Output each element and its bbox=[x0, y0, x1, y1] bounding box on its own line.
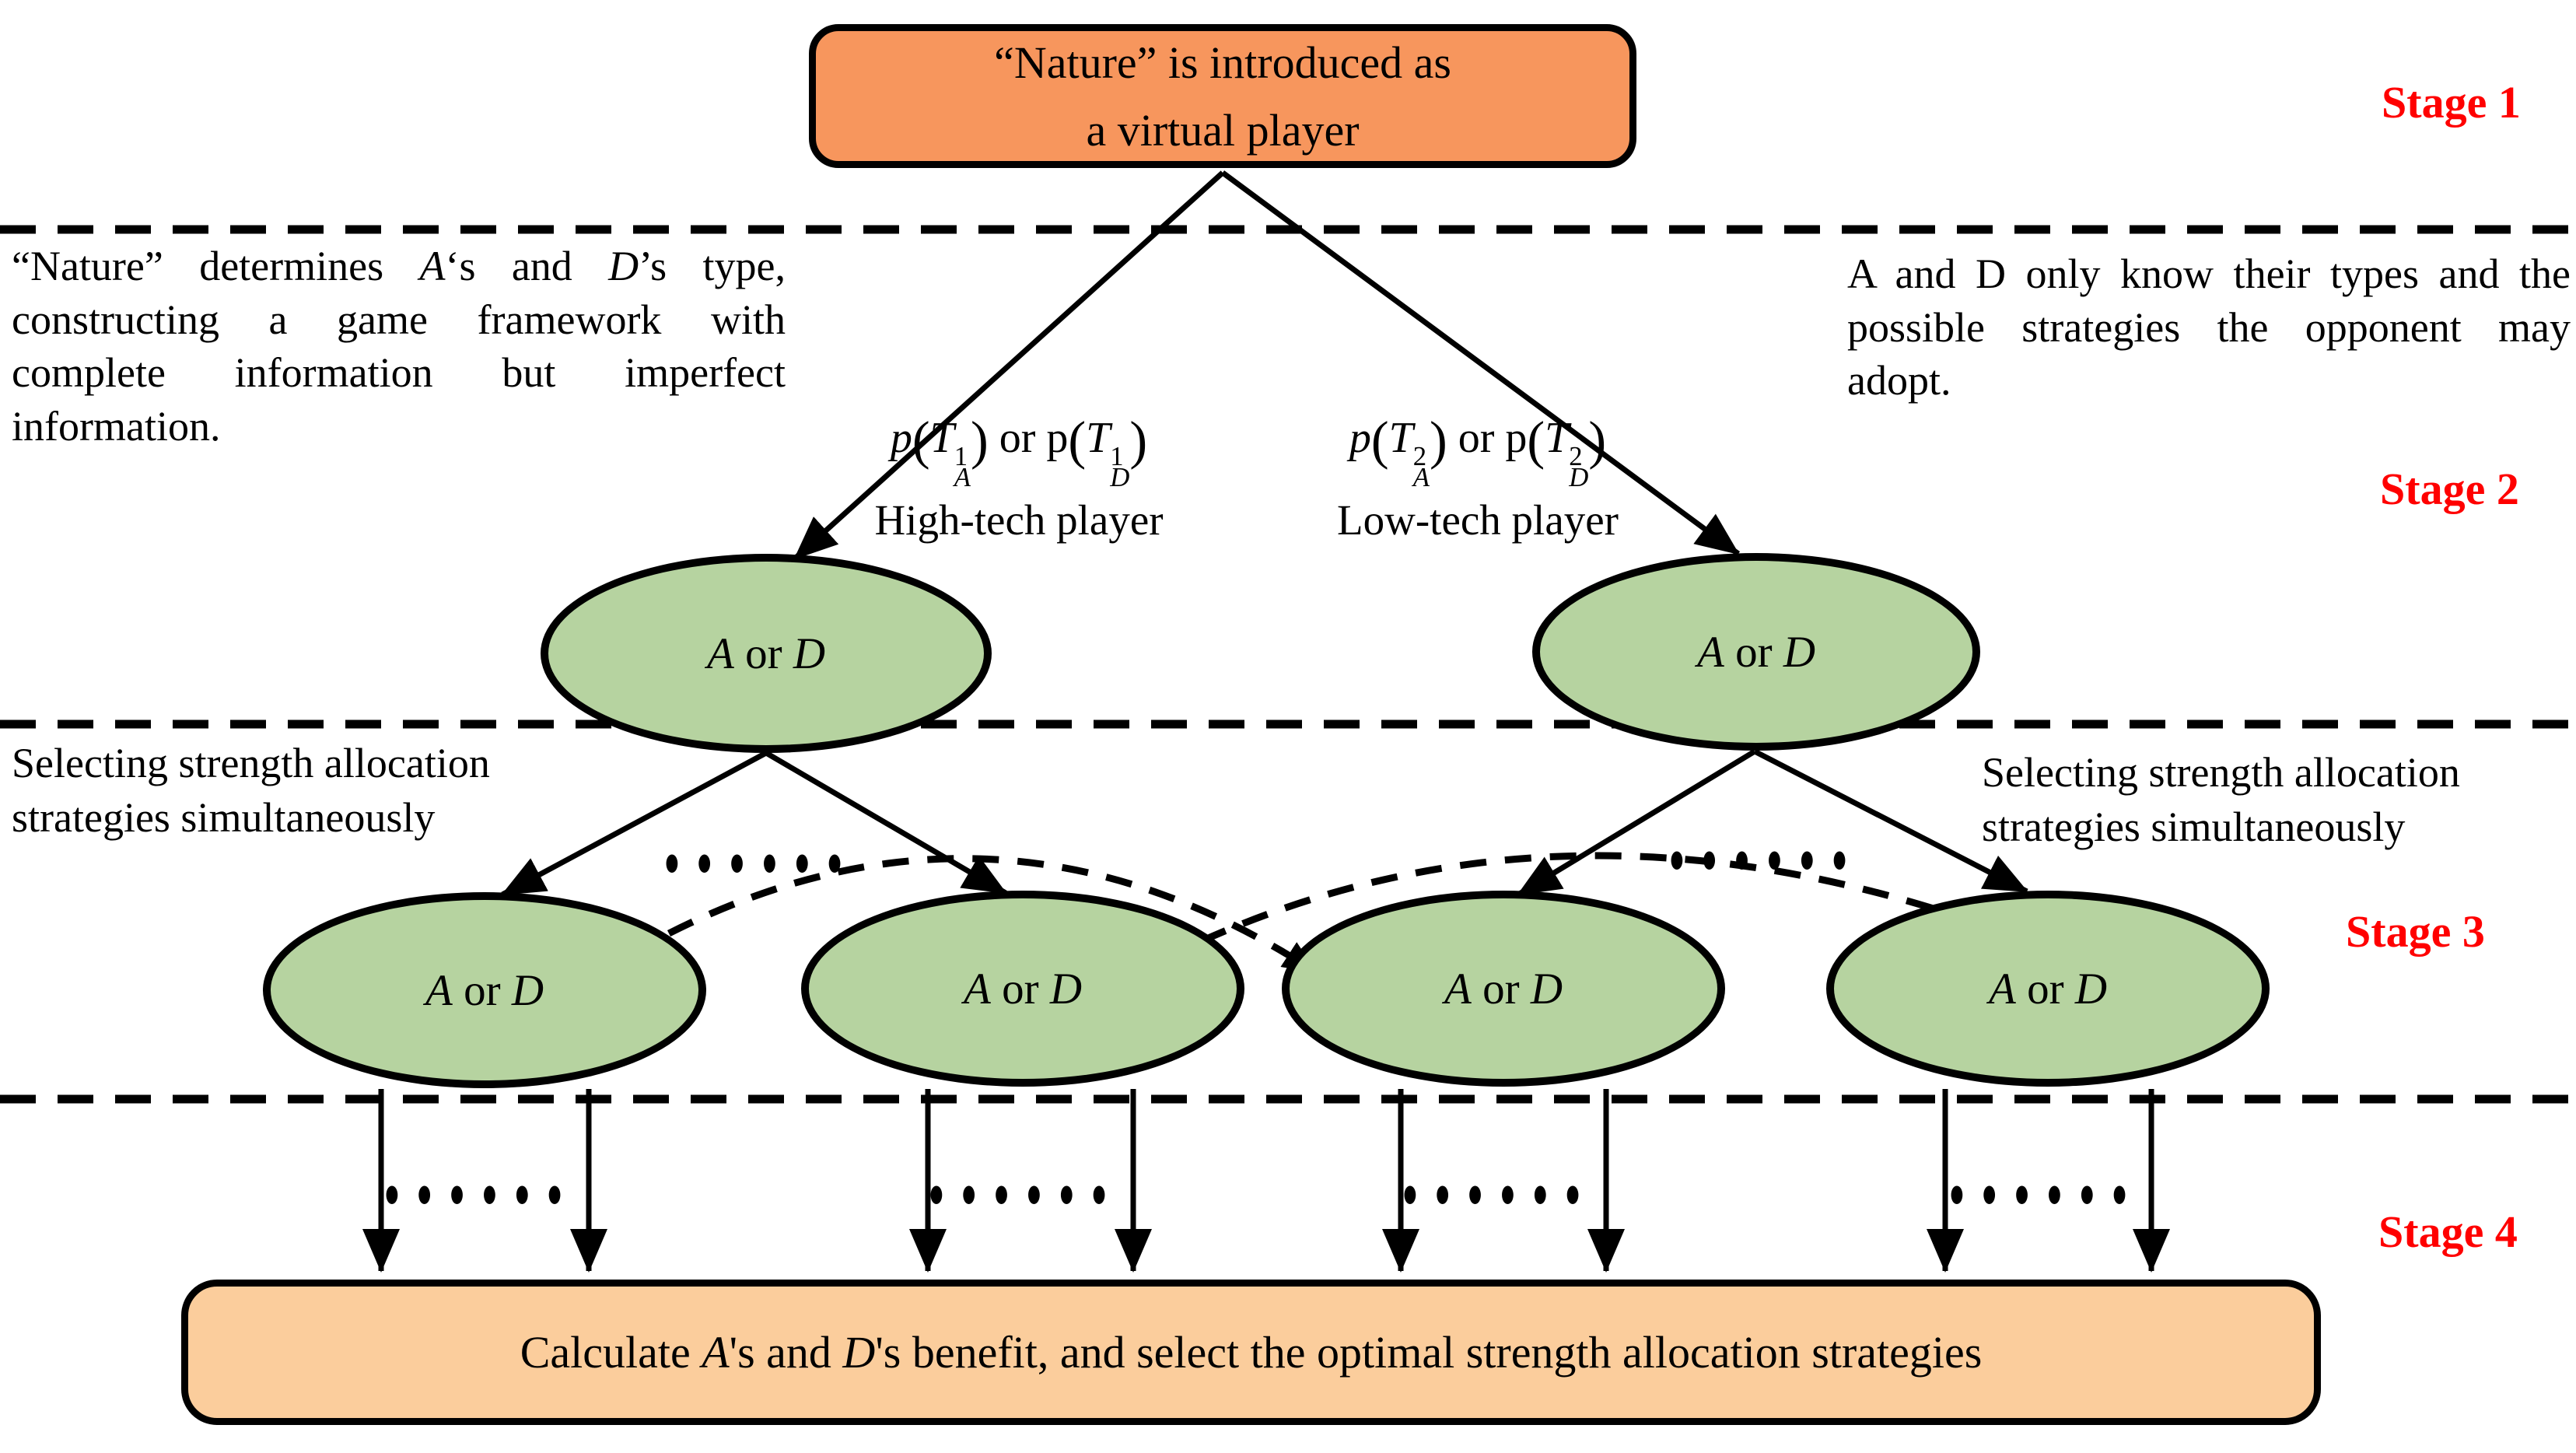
decision-node-stage3-2: A or D bbox=[801, 891, 1244, 1087]
low-tech-player-label: Low-tech player bbox=[1337, 496, 1619, 544]
decision-node-stage3-3: A or D bbox=[1282, 891, 1725, 1087]
stage-4-label: Stage 4 bbox=[2378, 1206, 2518, 1257]
note-text: “Nature” determines bbox=[12, 243, 420, 289]
nature-box-line1: “Nature” is introduced as bbox=[994, 37, 1451, 88]
player-a-symbol: A bbox=[419, 243, 446, 289]
node-label: A or D bbox=[707, 628, 825, 678]
information-set-arc-1 bbox=[667, 855, 1318, 975]
calculate-benefit-box: Calculate A's and D's benefit, and selec… bbox=[181, 1280, 2321, 1425]
ellipsis-dots: •••••• bbox=[1666, 831, 1862, 893]
types-knowledge-note: A and D only know their types and the po… bbox=[1847, 250, 2571, 404]
stage-1-label: Stage 1 bbox=[2382, 77, 2521, 128]
ellipsis-dots: •••••• bbox=[1946, 1165, 2142, 1227]
decision-node-stage3-4: A or D bbox=[1826, 891, 2270, 1087]
node-label: A or D bbox=[1989, 964, 2107, 1014]
nature-box-line2: a virtual player bbox=[1086, 104, 1360, 156]
stage-2-label: Stage 2 bbox=[2380, 464, 2519, 514]
note-text: ‘s and bbox=[445, 243, 609, 289]
branch-arrow-left-node-to-node2 bbox=[765, 750, 1007, 896]
branch-arrow-right-node-to-node4 bbox=[1753, 748, 2028, 895]
decision-node-stage3-1: A or D bbox=[263, 892, 706, 1088]
player-d-symbol: D bbox=[608, 243, 639, 289]
note-text: ’s type, constructing a game framework w… bbox=[12, 243, 786, 450]
nature-determines-note: “Nature” determines A‘s and D’s type, co… bbox=[12, 240, 786, 453]
node-label: A or D bbox=[1697, 627, 1815, 677]
ellipsis-dots: •••••• bbox=[661, 834, 857, 896]
node-label: A or D bbox=[1444, 964, 1563, 1014]
information-set-arc-2 bbox=[1158, 852, 2004, 965]
nature-box: “Nature” is introduced as a virtual play… bbox=[809, 24, 1636, 168]
decision-node-stage2-left: A or D bbox=[541, 554, 992, 753]
calculate-benefit-text: Calculate A's and D's benefit, and selec… bbox=[520, 1327, 1983, 1378]
high-tech-player-label: High-tech player bbox=[874, 496, 1164, 544]
branch-arrow-nature-to-lowtech bbox=[1220, 170, 1741, 556]
branch-arrow-nature-to-hightech bbox=[793, 170, 1225, 561]
selecting-strategies-note-right: Selecting strength allocation strategies… bbox=[1982, 749, 2460, 851]
node-label: A or D bbox=[425, 965, 544, 1015]
branch-arrow-right-node-to-node3 bbox=[1517, 749, 1756, 897]
branch-arrow-left-node-to-node1 bbox=[501, 750, 768, 898]
ellipsis-dots: •••••• bbox=[926, 1165, 1122, 1227]
ellipsis-dots: •••••• bbox=[1399, 1165, 1595, 1227]
ellipsis-dots: •••••• bbox=[381, 1165, 577, 1227]
selecting-strategies-note-left: Selecting strength allocation strategies… bbox=[12, 740, 490, 842]
decision-node-stage2-right: A or D bbox=[1532, 553, 1980, 751]
node-label: A or D bbox=[964, 964, 1082, 1014]
stage-3-label: Stage 3 bbox=[2346, 906, 2485, 957]
